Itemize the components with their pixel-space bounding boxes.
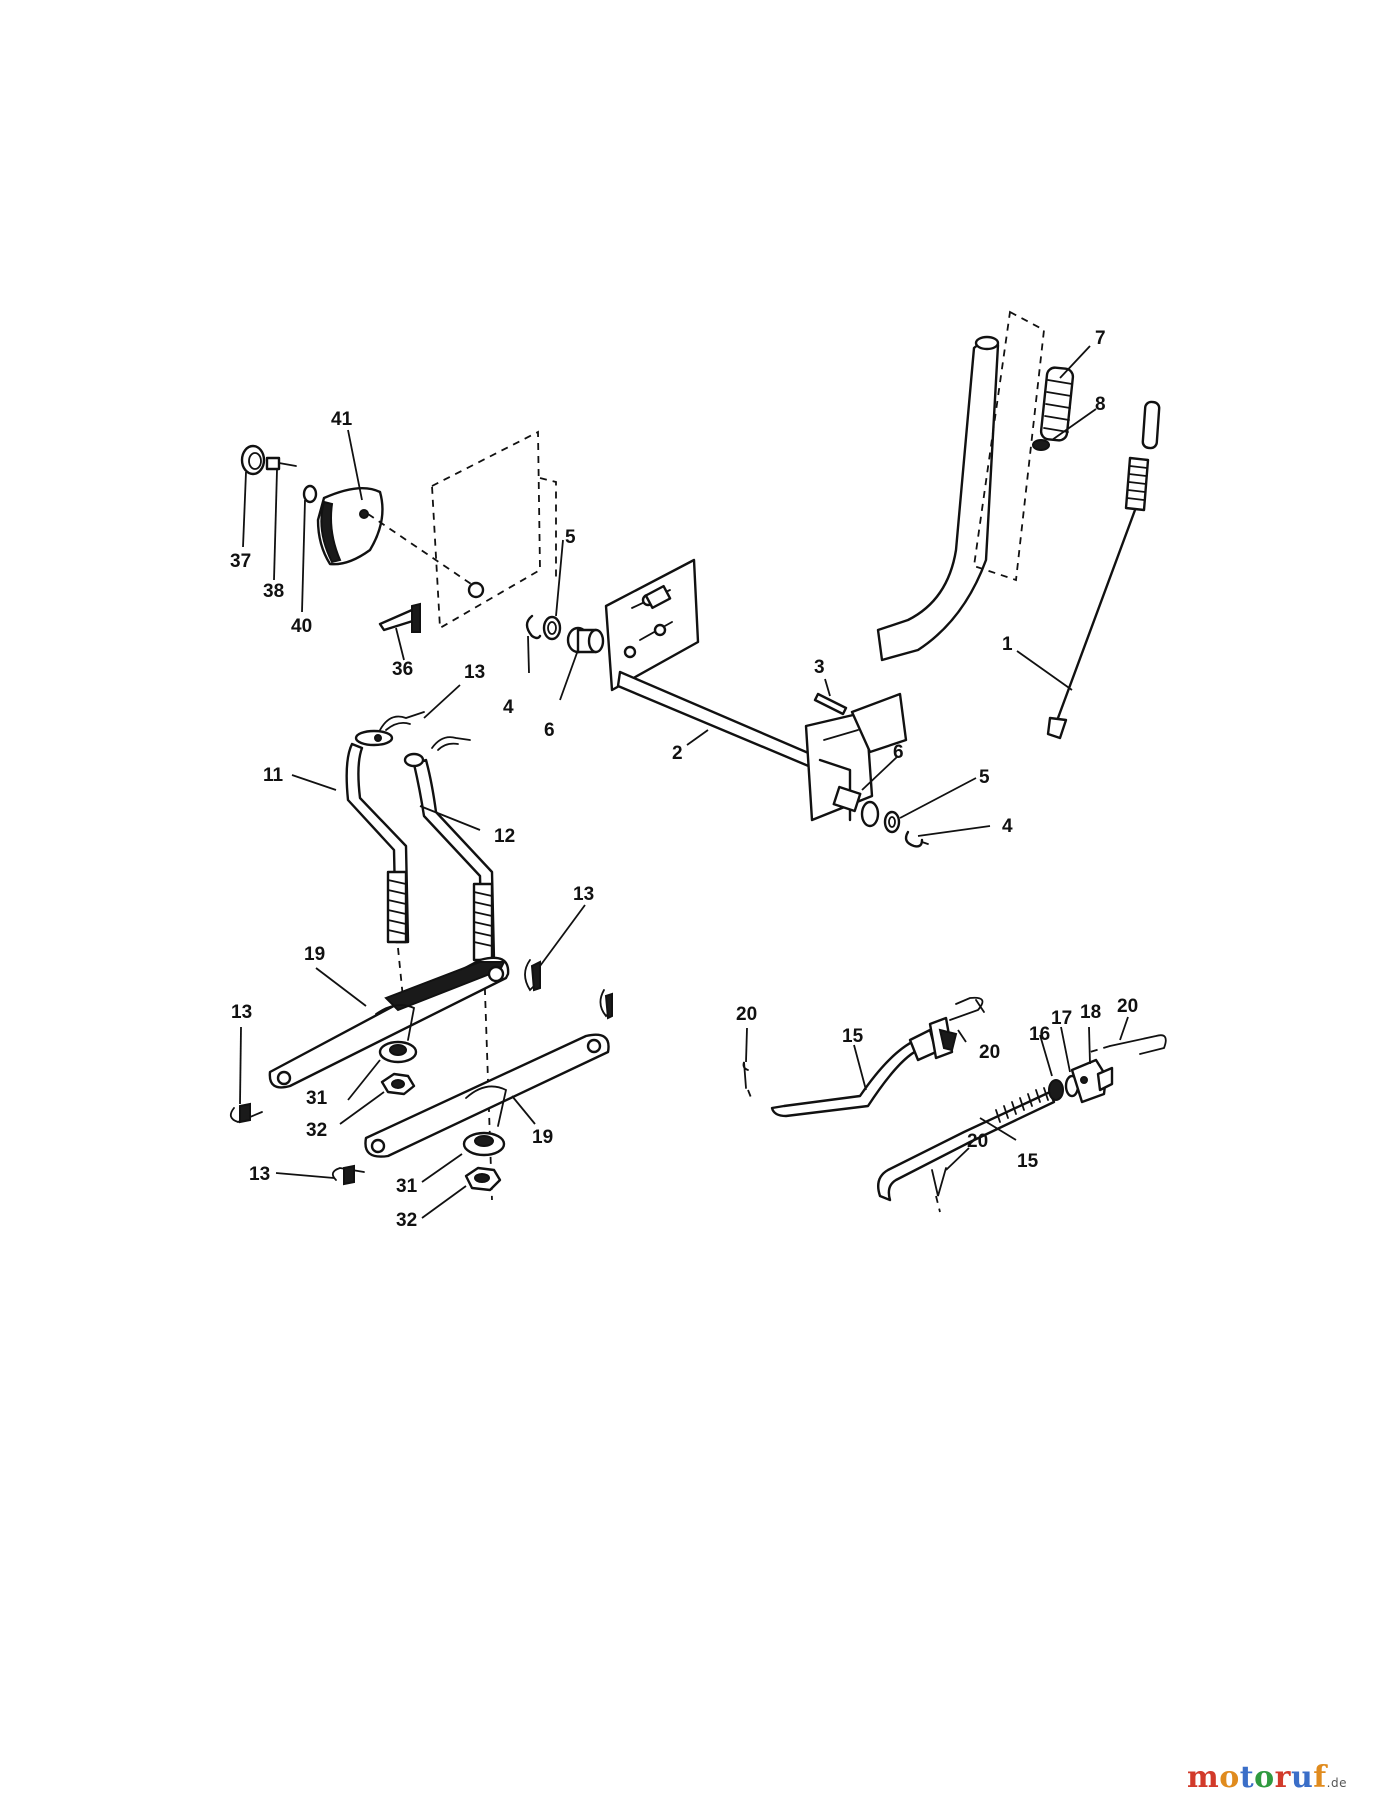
washer-6-right bbox=[860, 800, 880, 828]
label-4-left: 4 bbox=[503, 697, 514, 718]
nut-32-lower bbox=[464, 1166, 502, 1192]
label-19-lower: 19 bbox=[532, 1127, 553, 1148]
label-13-left: 13 bbox=[231, 1002, 252, 1023]
label-5-right: 5 bbox=[979, 767, 990, 788]
label-2: 2 bbox=[672, 743, 683, 764]
washer-40 bbox=[302, 484, 318, 504]
panel-dashed bbox=[431, 430, 557, 630]
spacer-31-upper bbox=[378, 1040, 418, 1064]
label-19-upper: 19 bbox=[304, 944, 325, 965]
label-38: 38 bbox=[263, 581, 284, 602]
washer-16 bbox=[1048, 1079, 1064, 1101]
rod-15-lower bbox=[877, 1087, 1056, 1202]
label-41: 41 bbox=[331, 409, 353, 430]
label-31-upper: 31 bbox=[306, 1088, 328, 1109]
label-13-mid: 13 bbox=[573, 884, 594, 905]
bolt-38 bbox=[265, 456, 297, 471]
label-13-top: 13 bbox=[464, 662, 485, 683]
hairpin-13-bottom bbox=[331, 1164, 365, 1186]
ring-8 bbox=[1032, 439, 1050, 451]
label-13-bottom: 13 bbox=[249, 1164, 270, 1185]
label-8: 8 bbox=[1095, 394, 1106, 415]
leader-lines bbox=[239, 345, 1129, 1219]
label-36: 36 bbox=[392, 659, 413, 680]
link-plate-19-upper bbox=[268, 956, 510, 1089]
ring-4-right bbox=[904, 830, 935, 848]
clip-20-topright bbox=[949, 996, 985, 1021]
washer-5-right bbox=[883, 810, 901, 834]
label-37: 37 bbox=[230, 551, 251, 572]
rod-11 bbox=[345, 729, 410, 944]
hairpin-13-left bbox=[229, 1102, 263, 1124]
label-32-upper: 32 bbox=[306, 1120, 327, 1141]
hairpin-13-mid-a bbox=[524, 959, 541, 992]
label-18: 18 bbox=[1080, 1002, 1101, 1023]
label-20-left: 20 bbox=[736, 1004, 757, 1025]
label-12: 12 bbox=[494, 826, 515, 847]
spacer-31-lower bbox=[462, 1131, 506, 1157]
rod-1 bbox=[1046, 400, 1161, 740]
label-6-right: 6 bbox=[893, 742, 904, 763]
label-17: 17 bbox=[1051, 1008, 1072, 1029]
ring-4-left bbox=[525, 614, 542, 640]
label-15-upper: 15 bbox=[842, 1026, 864, 1047]
bushing-6-left bbox=[566, 626, 605, 654]
label-5-left: 5 bbox=[565, 527, 576, 548]
knob-41 bbox=[316, 486, 384, 566]
motoruf-watermark: motoruf.de bbox=[1187, 1760, 1347, 1795]
label-15-lower: 15 bbox=[1017, 1151, 1039, 1172]
clip-20-bottom bbox=[931, 1167, 947, 1213]
lever-extension-dashed bbox=[973, 310, 1045, 582]
label-3: 3 bbox=[814, 657, 825, 678]
label-20-right: 20 bbox=[1117, 996, 1138, 1017]
shaft-2 bbox=[616, 670, 822, 772]
nut-32-upper bbox=[380, 1072, 416, 1096]
hairpin-13-top-a bbox=[379, 711, 425, 731]
label-20-topright: 20 bbox=[979, 1042, 1000, 1063]
hairpin-13-top-b bbox=[431, 736, 471, 751]
label-1: 1 bbox=[1002, 634, 1013, 655]
washer-5-left bbox=[542, 615, 562, 641]
label-31-lower: 31 bbox=[396, 1176, 418, 1197]
clip-36 bbox=[378, 602, 421, 633]
label-20-bottom: 20 bbox=[967, 1131, 988, 1152]
label-16: 16 bbox=[1029, 1024, 1050, 1045]
label-40: 40 bbox=[291, 616, 312, 637]
clip-20-left bbox=[742, 1061, 753, 1101]
rod-12 bbox=[403, 752, 496, 962]
bracket-plate bbox=[604, 558, 700, 692]
grip-7 bbox=[1039, 366, 1075, 442]
clip-20-right bbox=[1089, 1034, 1167, 1055]
label-32-lower: 32 bbox=[396, 1210, 417, 1231]
bushing-6-right bbox=[832, 785, 862, 813]
cap-37 bbox=[240, 444, 266, 476]
hairpin-13-mid-b bbox=[599, 989, 613, 1020]
rod-15-upper bbox=[770, 1016, 958, 1118]
block-18 bbox=[1070, 1058, 1114, 1104]
label-7: 7 bbox=[1095, 328, 1106, 349]
label-4-right: 4 bbox=[1002, 816, 1013, 837]
link-plate-19-lower bbox=[364, 1033, 610, 1158]
label-6-left: 6 bbox=[544, 720, 555, 741]
label-11: 11 bbox=[263, 765, 284, 786]
pin-3 bbox=[813, 692, 848, 716]
callout-labels: 1 2 3 4 4 5 5 6 6 7 8 11 12 13 13 13 13 … bbox=[230, 328, 1138, 1231]
